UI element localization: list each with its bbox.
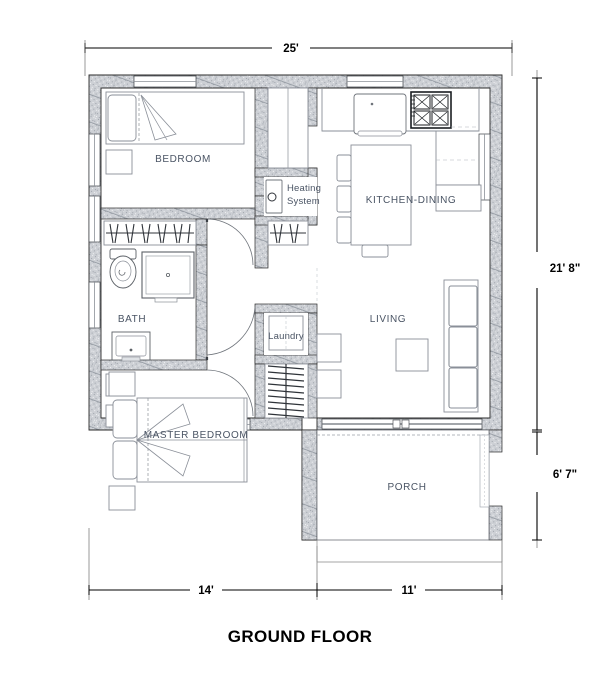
room-label-heating-line1: Heating [287,183,321,194]
dimension-bottom-left: 14' [88,583,318,597]
partition-pantry-right [307,87,318,127]
room-label-master-bedroom-front: MASTER BEDROOM [144,430,249,441]
coffee-table [395,338,429,372]
door-bedroom-swing [206,218,254,266]
porch-right-pier-top [488,429,503,453]
toilet [109,248,137,289]
porch-right-pier-bottom [488,505,503,541]
room-label-heating-line2: System [287,196,320,207]
room-label-kitchen-dining: KITCHEN-DINING [366,195,457,206]
three-seat-sofa [443,279,479,413]
door-master-swing [206,369,254,417]
kitchen-sink [353,93,407,135]
dimension-bottom-right-label: 11' [402,585,417,597]
armchair-upper [316,333,342,363]
dimension-top-label: 25' [283,43,299,55]
room-kitchen-dining: KITCHEN-DINING [321,88,482,258]
dimension-bottom-right: 11' [317,585,503,597]
bed-pillow-left [112,399,138,439]
room-laundry: Laundry [264,313,308,355]
dimension-right-lower: 6' 7" [532,431,577,541]
stair-treads [267,364,305,418]
dimension-right-upper: 21' 8" [532,77,581,431]
nightstand-master-top [108,371,136,397]
lower-cabinet [435,184,482,212]
dimension-right-lower-label: 6' 7" [553,469,577,481]
room-living: LIVING [316,268,479,413]
partition-bath-bottom [100,359,208,371]
four-burner-stove [410,91,452,129]
room-label-bath: BATH [118,314,146,325]
partition-laundry-bottom [254,354,318,365]
bed-fold-lower [136,439,191,477]
closet-rod-hangers [106,223,194,244]
staircase [264,363,309,419]
drawing-title: GROUND FLOOR [228,627,373,646]
partition-laundry-top [254,303,318,314]
partition-stair-left [254,363,266,419]
dimension-bottom-left-label: 14' [198,585,214,597]
partition-bath-right [195,244,208,361]
room-bath: BATH [109,248,195,362]
partition-stair-right [307,363,318,419]
bed-fold-upper [136,403,191,441]
closet-hall-hangers [270,223,306,244]
partition-bedroom-bath [100,207,256,220]
pantry-closet [267,87,309,169]
porch-left-pier [301,429,318,541]
porch-slab [316,429,490,541]
nightstand-master-bottom [108,485,136,511]
room-label-bedroom: BEDROOM [155,154,211,165]
dimension-right-upper-label: 21' 8" [550,263,581,275]
bed-pillow [107,94,137,142]
door-bath-swing [206,306,256,356]
nightstand [105,149,133,175]
room-label-living: LIVING [370,314,406,325]
doors [205,218,256,417]
room-bedroom: BEDROOM [103,91,309,246]
dining-table [350,144,412,246]
room-label-laundry: Laundry [268,331,304,342]
bed-pillow-right [112,440,138,480]
vanity-sink [111,331,151,362]
room-heating-system: Heating System [264,177,321,216]
armchair-lower [316,369,342,399]
room-label-porch: PORCH [387,482,426,493]
master-bed-drawing: MASTER BEDROOM [108,371,249,511]
dining-chairs [336,154,389,258]
partition-bath-right-upper [195,218,208,246]
